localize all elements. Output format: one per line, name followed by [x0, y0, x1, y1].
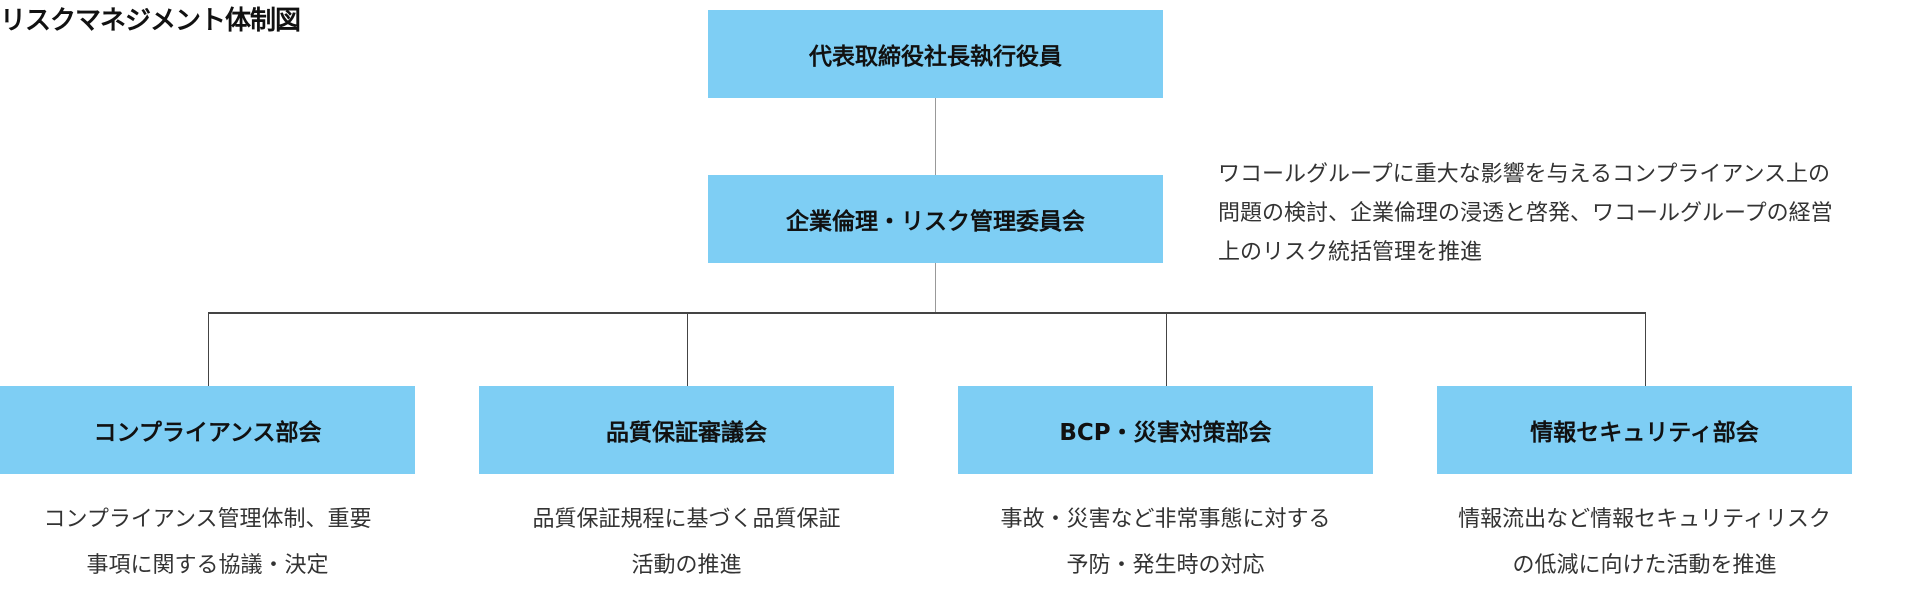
infosec-description: 情報流出など情報セキュリティリスク の低減に向けた活動を推進 — [1437, 497, 1852, 589]
committee-box: 企業倫理・リスク管理委員会 — [708, 175, 1163, 263]
description-line: 予防・発生時の対応 — [1066, 553, 1265, 578]
quality-box: 品質保証審議会 — [479, 386, 894, 474]
compliance-description: コンプライアンス管理体制、重要 事項に関する協議・決定 — [0, 497, 415, 589]
infosec-box: 情報セキュリティ部会 — [1437, 386, 1852, 474]
connector-line — [208, 313, 209, 386]
bcp-description: 事故・災害など非常事態に対する 予防・発生時の対応 — [958, 497, 1373, 589]
description-line: 事故・災害など非常事態に対する — [1000, 507, 1331, 532]
description-line: 品質保証規程に基づく品質保証 — [532, 507, 841, 532]
connector-line — [687, 313, 688, 386]
description-line: コンプライアンス管理体制、重要 — [43, 507, 372, 532]
description-line: 活動の推進 — [631, 553, 742, 578]
committee-description: ワコールグループに重大な影響を与えるコンプライアンス上の 問題の検討、企業倫理の… — [1218, 155, 1833, 272]
bcp-box: BCP・災害対策部会 — [958, 386, 1373, 474]
description-line: ワコールグループに重大な影響を与えるコンプライアンス上の — [1218, 162, 1831, 187]
quality-description: 品質保証規程に基づく品質保証 活動の推進 — [479, 497, 894, 589]
description-line: 情報流出など情報セキュリティリスク — [1458, 507, 1831, 532]
connector-line — [1645, 313, 1646, 386]
connector-line — [935, 98, 936, 175]
connector-line — [208, 312, 1646, 314]
description-line: の低減に向けた活動を推進 — [1512, 553, 1777, 578]
description-line: 問題の検討、企業倫理の浸透と啓発、ワコールグループの経営 — [1218, 201, 1833, 226]
connector-line — [1166, 313, 1167, 386]
diagram-title: リスクマネジメント体制図 — [0, 6, 301, 36]
description-line: 上のリスク統括管理を推進 — [1218, 240, 1483, 265]
compliance-box: コンプライアンス部会 — [0, 386, 415, 474]
description-line: 事項に関する協議・決定 — [86, 553, 329, 578]
connector-line — [935, 263, 936, 313]
ceo-box: 代表取締役社長執行役員 — [708, 10, 1163, 98]
